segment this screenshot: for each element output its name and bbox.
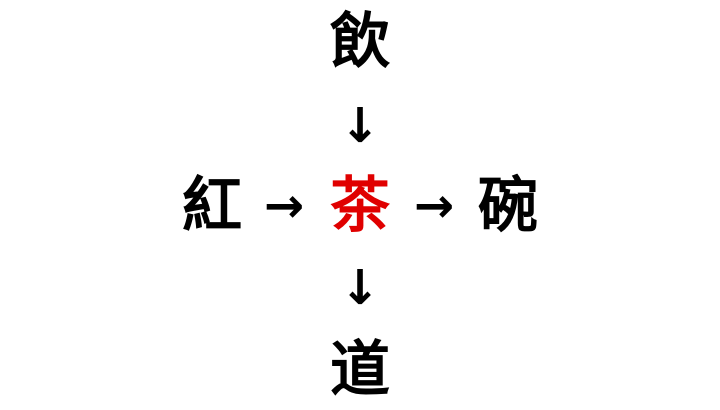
kanji-bottom: 道 [330,335,390,405]
kanji-left: 紅 [182,171,242,241]
right-arrow-icon: → [413,178,455,234]
down-arrow-icon: ↓ [339,260,381,316]
down-arrow-icon: ↓ [339,98,381,154]
kanji-top: 飲 [330,7,390,77]
kanji-center-answer: 茶 [330,171,390,241]
kanji-right: 碗 [478,171,538,241]
right-arrow-icon: → [263,178,305,234]
